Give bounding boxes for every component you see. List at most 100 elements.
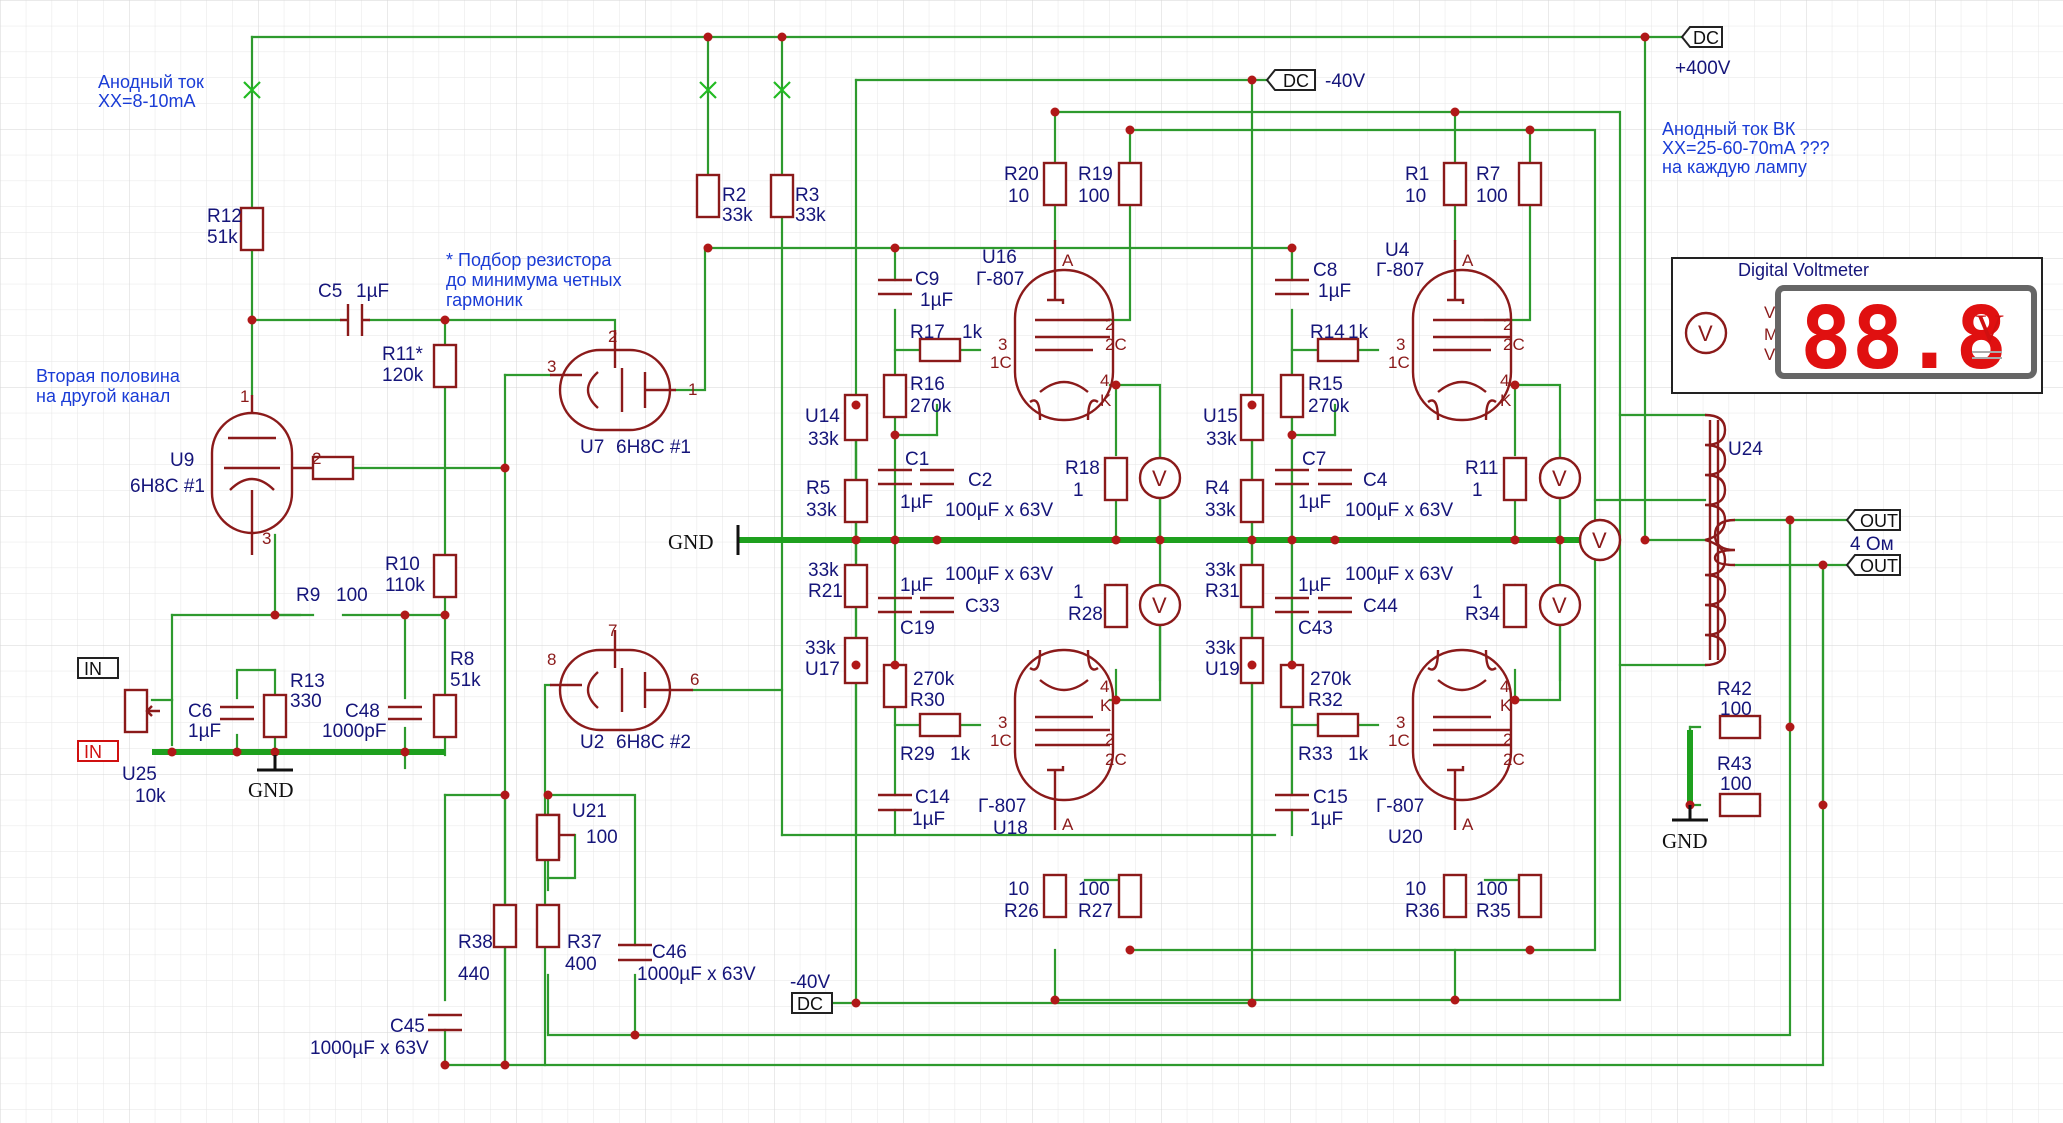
pin-u9-2: 2 xyxy=(312,449,321,468)
label-r16: R16 xyxy=(910,374,945,395)
in-port-1 xyxy=(77,657,119,679)
pin-u16-k: K xyxy=(1100,391,1112,410)
label-r18-value: 1 xyxy=(1073,480,1084,501)
junction-dot xyxy=(1050,995,1060,1005)
resistor-r13 xyxy=(262,693,288,739)
label-r33: R33 xyxy=(1298,744,1333,765)
meter-r18-symbol: V xyxy=(1152,466,1167,491)
junction-dot xyxy=(1450,107,1460,117)
pin-u20-1c: 1C xyxy=(1388,731,1410,750)
junction-dot xyxy=(1287,535,1297,545)
dvm-title: Digital Voltmeter xyxy=(1738,260,1869,280)
resistor-r10 xyxy=(432,553,458,599)
dc-minus-top-port xyxy=(1265,69,1316,91)
label-r17: R17 xyxy=(910,322,945,343)
label-r5: R5 xyxy=(806,478,830,499)
out-load: 4 Ом xyxy=(1850,534,1894,555)
label-r29: R29 xyxy=(900,744,935,765)
label-r31: R31 xyxy=(1205,581,1240,602)
dc-minus-top-label: DC xyxy=(1283,71,1309,91)
label-c9: C9 xyxy=(915,269,939,290)
label-r28-value: 1 xyxy=(1073,582,1084,603)
label-r8-value: 51k xyxy=(450,670,481,691)
label-c43: C43 xyxy=(1298,618,1333,639)
pin-u18-2c: 2C xyxy=(1105,750,1127,769)
label-r4: R4 xyxy=(1205,478,1230,499)
label-u7: U7 xyxy=(580,437,604,458)
label-c2: C2 xyxy=(968,470,992,491)
pin-u4-a: A xyxy=(1462,251,1474,270)
label-c8: C8 xyxy=(1313,260,1337,281)
label-u2: U2 xyxy=(580,732,604,753)
label-r26: R26 xyxy=(1004,901,1039,922)
label-r21-value: 33k xyxy=(808,560,839,581)
meter-output: V xyxy=(1578,518,1622,562)
junction-dot xyxy=(1287,660,1297,670)
meter-output-symbol: V xyxy=(1592,528,1607,553)
pin-u9-3: 3 xyxy=(262,529,271,548)
meter-r28: V xyxy=(1138,583,1182,627)
junction-dot xyxy=(167,747,177,757)
label-r11b: R11 xyxy=(1465,458,1498,479)
label-r14-value: 1k xyxy=(1348,322,1369,343)
label-r8: R8 xyxy=(450,649,474,670)
resistor-r14 xyxy=(1316,337,1360,363)
label-r43-value: 100 xyxy=(1720,774,1752,795)
capacitors xyxy=(220,278,1352,1032)
label-u18-value: Г-807 xyxy=(978,796,1026,817)
label-r2-value: 33k xyxy=(722,205,753,226)
junction-dot xyxy=(890,243,900,253)
label-r17-value: 1k xyxy=(962,322,983,343)
pin-u18-3: 3 xyxy=(998,713,1007,732)
resistor-r7 xyxy=(1517,161,1543,207)
label-c48: C48 xyxy=(345,701,380,722)
label-r3: R3 xyxy=(795,185,819,206)
label-r19: R19 xyxy=(1078,164,1113,185)
junction-dot xyxy=(1111,380,1121,390)
junction-dot xyxy=(1525,945,1535,955)
junction-dot xyxy=(777,32,787,42)
meter-r18: V xyxy=(1138,456,1182,500)
label-u9-value: 6Н8С #1 xyxy=(130,476,205,497)
label-u16-value: Г-807 xyxy=(976,269,1024,290)
junction-dot xyxy=(400,747,410,757)
label-c15: C15 xyxy=(1313,787,1348,808)
resistor-r33 xyxy=(1316,712,1360,738)
dvm-unit: V xyxy=(1975,306,2004,351)
note-resistor-3: гармоник xyxy=(446,290,523,310)
pin-u4-2c: 2C xyxy=(1503,335,1525,354)
label-r2: R2 xyxy=(722,185,746,206)
label-r37: R37 xyxy=(567,932,602,953)
label-u17: U17 xyxy=(805,659,840,680)
tube-u9 xyxy=(210,395,313,555)
label-r15: R15 xyxy=(1308,374,1343,395)
resistors xyxy=(239,161,1762,949)
junction-dot xyxy=(1450,995,1460,1005)
label-r5-value: 33k xyxy=(806,500,837,521)
label-u9: U9 xyxy=(170,450,194,471)
junction-dot xyxy=(932,535,942,545)
label-u16: U16 xyxy=(982,247,1017,268)
junction-dot xyxy=(1287,243,1297,253)
label-r7-value: 100 xyxy=(1476,186,1508,207)
resistor-r29 xyxy=(918,712,962,738)
junction-dot xyxy=(1330,535,1340,545)
resistor-r18 xyxy=(1103,456,1129,502)
label-r1-value: 10 xyxy=(1405,186,1426,207)
label-c14-value: 1µF xyxy=(912,809,945,830)
meter-r34: V xyxy=(1538,583,1582,627)
junction-dot xyxy=(703,32,713,42)
meter-r28-symbol: V xyxy=(1152,593,1167,618)
junction-dot xyxy=(500,790,510,800)
tube-u4 xyxy=(1411,240,1513,422)
dc-plus-port xyxy=(1680,26,1723,48)
junction-dot xyxy=(1247,535,1257,545)
junction-dot xyxy=(890,430,900,440)
junction-dot xyxy=(1525,125,1535,135)
pin-u18-4: 4 xyxy=(1100,677,1109,696)
junction-dot xyxy=(1510,695,1520,705)
out-port-2-label: OUT xyxy=(1860,556,1898,576)
junction-dot xyxy=(1818,560,1828,570)
pin-u20-k: K xyxy=(1500,696,1512,715)
